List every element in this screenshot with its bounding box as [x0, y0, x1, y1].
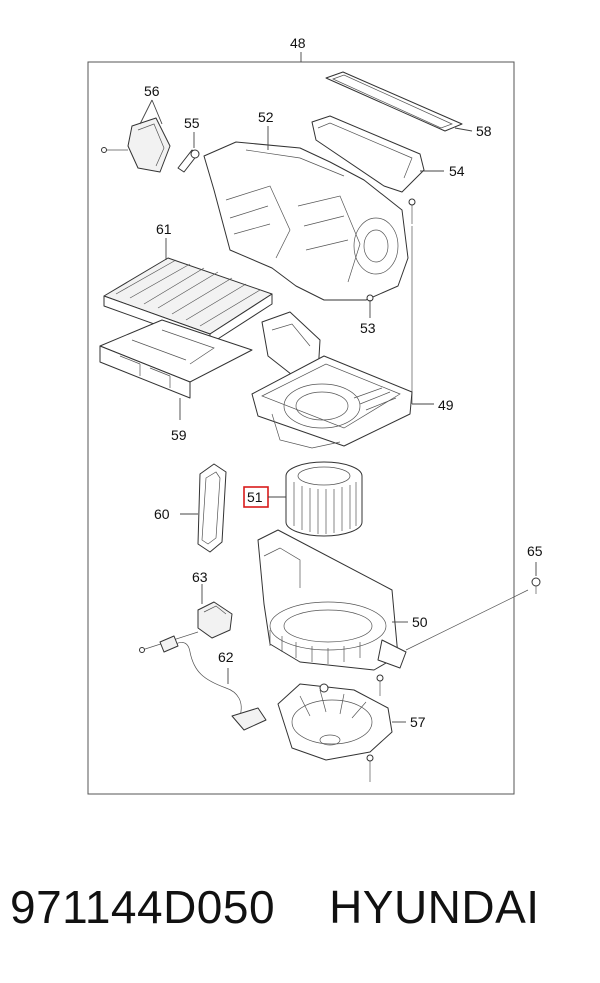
callout-48: 48	[290, 35, 306, 51]
callout-56: 56	[144, 83, 160, 99]
callout-63: 63	[192, 569, 208, 585]
callout-55: 55	[184, 115, 200, 131]
part-58-seal	[325, 71, 473, 132]
part-60-gasket	[180, 463, 227, 553]
callout-59: 59	[171, 427, 187, 443]
part-number: 971144D050	[10, 881, 276, 933]
callout-58: 58	[476, 123, 492, 139]
callout-65: 65	[527, 543, 543, 559]
callout-52: 52	[258, 109, 274, 125]
callout-51: 51	[247, 489, 263, 505]
callout-53: 53	[360, 320, 376, 336]
callout-49: 49	[438, 397, 454, 413]
brand-name: HYUNDAI	[329, 881, 540, 933]
callout-50: 50	[412, 614, 428, 630]
part-50-lower-case	[257, 529, 408, 671]
part-55-lever	[177, 132, 200, 173]
part-51-blower-wheel	[285, 461, 363, 537]
part-63-resistor	[139, 584, 233, 653]
part-59-filter-cover	[99, 319, 253, 420]
part-54-cover	[311, 115, 444, 193]
part-53-bracket	[366, 294, 374, 318]
part-52-intake-housing	[203, 126, 409, 301]
callout-62: 62	[218, 649, 234, 665]
screw-54	[408, 198, 416, 224]
callout-54: 54	[449, 163, 465, 179]
callout-60: 60	[154, 506, 170, 522]
part-62-harness	[159, 635, 267, 731]
part-57-blower-motor	[277, 683, 406, 782]
part-65-screw	[405, 562, 541, 651]
caption: 971144D050 HYUNDAI	[10, 880, 540, 934]
screw-50	[376, 674, 384, 696]
part-56-actuator	[101, 99, 171, 173]
callout-61: 61	[156, 221, 172, 237]
part-49-upper-case	[251, 355, 434, 449]
callout-57: 57	[410, 714, 426, 730]
